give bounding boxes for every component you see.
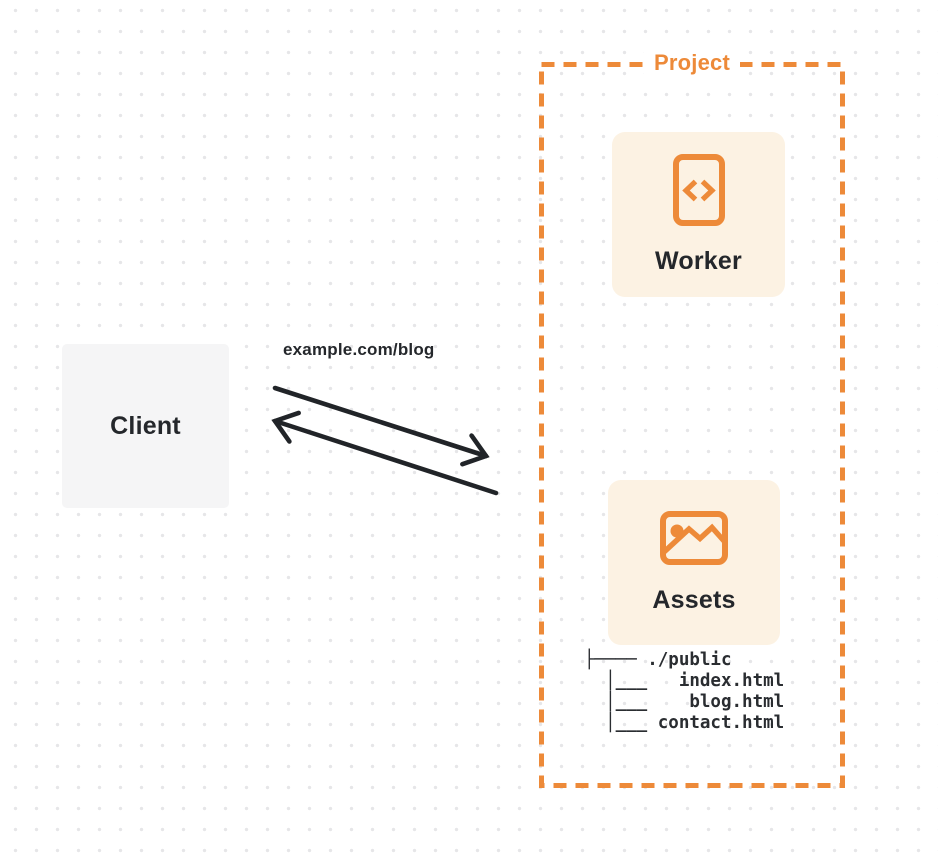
assets-node: Assets xyxy=(608,480,780,645)
file-tree: ├──── ./public │___ index.html │___ blog… xyxy=(584,650,784,734)
project-boundary: Project Worker Assets ├──── ./public │__… xyxy=(539,49,845,788)
client-label: Client xyxy=(110,411,181,440)
request-url-label: example.com/blog xyxy=(283,340,435,359)
client-node: Client xyxy=(62,344,229,508)
file-tree-item: │___ contact.html xyxy=(584,713,785,733)
worker-node: Worker xyxy=(612,132,785,297)
project-label: Project xyxy=(644,49,740,76)
image-icon xyxy=(660,510,728,565)
assets-label: Assets xyxy=(652,585,736,614)
response-arrow xyxy=(271,410,499,496)
file-tree-root: ├──── ./public xyxy=(584,650,732,670)
request-arrow xyxy=(272,385,490,467)
project-dashed-border xyxy=(539,62,845,788)
worker-label: Worker xyxy=(655,246,742,275)
code-document-icon xyxy=(672,153,725,226)
file-tree-item: │___ index.html xyxy=(584,671,785,691)
file-tree-item: │___ blog.html xyxy=(584,692,785,712)
